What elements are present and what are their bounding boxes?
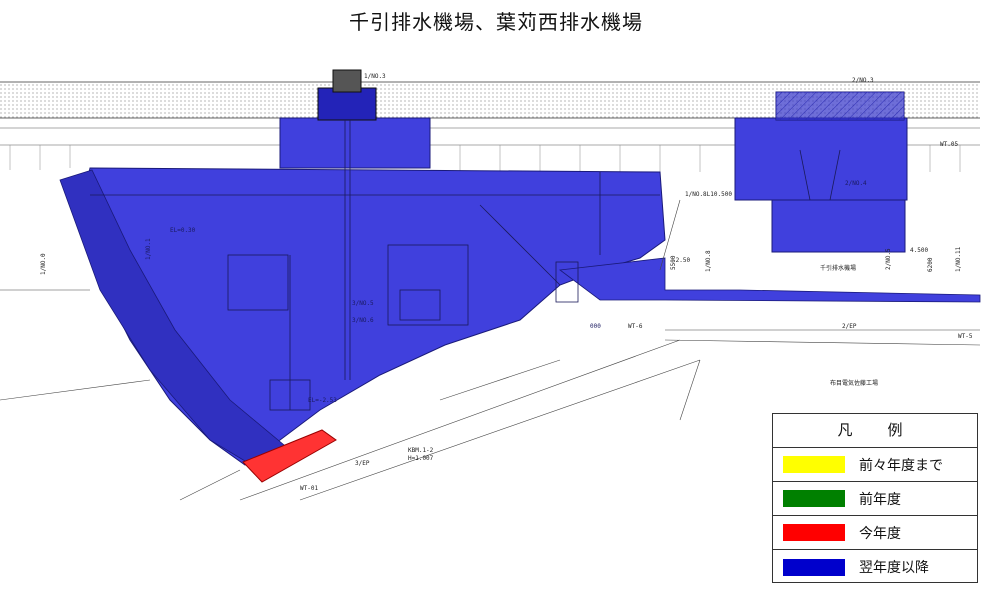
label-lvl-000: 000: [590, 323, 601, 330]
label-sta-no1: 1/NO.1: [145, 238, 152, 260]
label-wt5: WT-5: [958, 333, 973, 340]
plant2-lower-structure: [771, 199, 906, 253]
label-sta-2no5: 2/NO.5: [885, 248, 892, 270]
label-lvl-4500: 4.500: [910, 247, 928, 254]
label-wt01: WT-01: [300, 485, 318, 492]
site-lines: [0, 199, 981, 501]
label-plant2: 千引排水機場: [820, 264, 856, 272]
plant2-top-fill: [776, 92, 904, 120]
legend-row-next-year: 翌年度以降: [773, 550, 977, 584]
legend-header: 凡 例: [773, 414, 977, 448]
label-bm-h: H=1.007: [408, 455, 434, 462]
label-sta-no10: 1/NO.8L10.500: [685, 191, 732, 198]
label-sta-3ep: 3/EP: [355, 460, 370, 467]
plant1-upper-block: [279, 117, 431, 169]
label-sta-no0: 1/NO.0: [40, 253, 47, 275]
label-wt05: WT.05: [940, 141, 958, 148]
legend-label: 翌年度以降: [859, 560, 929, 576]
legend-swatch-green: [783, 490, 845, 507]
label-lvl-n250: -2.50: [672, 257, 690, 264]
plant1-tower-box: [332, 69, 362, 93]
slope-ticks: [9, 145, 961, 172]
legend-swatch-yellow: [783, 456, 845, 473]
label-sta-no3-left: 1/NO.3: [364, 73, 386, 80]
label-dim-5500: 5500: [670, 255, 677, 270]
label-sta-2ep: 2/EP: [842, 323, 857, 330]
label-sta-3no6: 3/NO.6: [352, 317, 374, 324]
legend-swatch-red: [783, 524, 845, 541]
label-sta-no11: 1/NO.11: [955, 246, 962, 272]
this-year-section: [242, 429, 337, 483]
discharge-channel: [558, 257, 981, 303]
label-el1: EL=0.30: [170, 227, 196, 234]
label-wt6: WT-6: [628, 323, 643, 330]
label-bm: KBM.1-2: [408, 447, 434, 454]
legend-row-prior-years: 前々年度まで: [773, 448, 977, 482]
label-sta-no3-right: 2/NO.3: [852, 77, 874, 84]
plant-linework: [90, 120, 841, 411]
page-title: 千引排水機場、葉苅西排水機場: [349, 10, 643, 34]
legend-row-last-year: 前年度: [773, 482, 977, 516]
plant2-building: [734, 117, 908, 201]
legend-label: 前年度: [859, 491, 901, 508]
label-sta-3no5: 3/NO.5: [352, 300, 374, 307]
label-sta-no8: 1/NO.8: [705, 250, 712, 272]
label-dim-6200: 6200: [927, 257, 934, 272]
legend-label: 今年度: [859, 525, 901, 542]
legend-label: 前々年度まで: [859, 457, 943, 474]
plant1-top-tower: [317, 87, 377, 121]
label-factory: 布目電気佐藤工場: [830, 379, 878, 387]
legend-row-this-year: 今年度: [773, 516, 977, 550]
label-el2: EL=-2.53: [308, 397, 337, 404]
legend-box: 凡 例 前々年度まで 前年度 今年度 翌年度以降: [772, 413, 978, 583]
label-sta-2no4: 2/NO.4: [845, 180, 867, 187]
legend-swatch-blue: [783, 558, 845, 576]
